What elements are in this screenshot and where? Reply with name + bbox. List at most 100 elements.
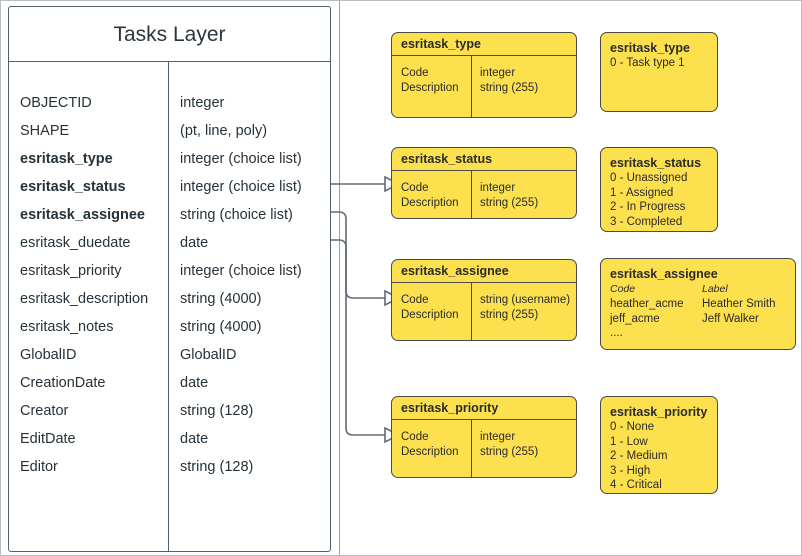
- domain-attributes: Code Description: [401, 181, 459, 211]
- field-name: esritask_priority: [20, 263, 122, 279]
- value-list-item: 3 - High: [610, 464, 651, 477]
- table-row: GlobalID GlobalID: [9, 341, 330, 369]
- value-label: Jeff Walker: [702, 312, 759, 325]
- field-type: string (128): [180, 403, 254, 419]
- domain-column-divider: [471, 171, 472, 218]
- field-name: esritask_description: [20, 291, 149, 307]
- value-list-item: 4 - Critical: [610, 479, 662, 491]
- table-row: esritask_notes string (4000): [9, 313, 330, 341]
- field-type: date: [180, 375, 209, 391]
- field-name: EditDate: [20, 431, 76, 447]
- field-type: string (128): [180, 459, 254, 475]
- domain-attr: Description: [401, 197, 459, 209]
- field-name: SHAPE: [20, 123, 70, 139]
- value-code: ....: [610, 327, 623, 339]
- domain-type: string (255): [480, 309, 539, 321]
- value-list-title: esritask_priority: [610, 405, 708, 419]
- value-list-row: ....: [610, 326, 786, 341]
- field-name: OBJECTID: [20, 95, 92, 111]
- table-row: EditDate date: [9, 425, 330, 453]
- table-row: SHAPE (pt, line, poly): [9, 117, 330, 145]
- domain-body: Code Description integer string (255): [392, 171, 576, 218]
- field-type: GlobalID: [180, 347, 237, 363]
- domain-type: integer: [480, 182, 516, 194]
- domain-box-esritask-status: esritask_status Code Description integer…: [391, 147, 577, 219]
- table-row: esritask_status integer (choice list): [9, 173, 330, 201]
- table-row: esritask_priority integer (choice list): [9, 257, 330, 285]
- domain-attr: Code: [401, 431, 429, 443]
- field-type: string (4000): [180, 319, 262, 335]
- domain-type: string (255): [480, 197, 539, 209]
- domain-column-divider: [471, 420, 472, 477]
- domain-box-esritask-type: esritask_type Code Description integer s…: [391, 32, 577, 118]
- value-list-title: esritask_type: [610, 41, 690, 55]
- value-list-title: esritask_assignee: [610, 267, 718, 281]
- domain-types: string (username) string (255): [480, 293, 570, 323]
- domain-box-esritask-assignee: esritask_assignee Code Description strin…: [391, 259, 577, 341]
- domain-attr: Code: [401, 182, 429, 194]
- value-list-item: 0 - Task type 1: [610, 57, 685, 69]
- value-list-title: esritask_status: [610, 156, 702, 170]
- value-list-row: heather_acme Heather Smith: [610, 297, 786, 312]
- value-list-item: 0 - None: [610, 421, 655, 433]
- value-label: Heather Smith: [702, 298, 776, 310]
- entity-body: OBJECTID integer SHAPE (pt, line, poly) …: [9, 62, 330, 551]
- entity-table-tasks-layer: Tasks Layer OBJECTID integer SHAPE (pt, …: [8, 6, 331, 552]
- value-code: heather_acme: [610, 298, 684, 310]
- field-name: GlobalID: [20, 347, 77, 363]
- value-list-esritask-assignee: esritask_assignee Code Label heather_acm…: [600, 258, 796, 350]
- domain-type: string (255): [480, 82, 539, 94]
- entity-title: Tasks Layer: [9, 7, 330, 62]
- field-name: Creator: [20, 403, 69, 419]
- field-type: (pt, line, poly): [180, 123, 268, 139]
- domain-type: string (255): [480, 446, 539, 458]
- value-list-column-headings: Code Label: [610, 282, 786, 297]
- value-list-esritask-priority: esritask_priority 0 - None 1 - Low 2 - M…: [600, 396, 718, 494]
- table-row: Editor string (128): [9, 453, 330, 481]
- field-name: esritask_notes: [20, 319, 114, 335]
- field-type: integer (choice list): [180, 179, 302, 195]
- domain-attr: Description: [401, 82, 459, 94]
- panel-divider: [339, 1, 340, 555]
- domain-attributes: Code Description: [401, 430, 459, 460]
- table-row: CreationDate date: [9, 369, 330, 397]
- field-name: Editor: [20, 459, 58, 475]
- domain-types: integer string (255): [480, 66, 538, 96]
- domain-types: integer string (255): [480, 430, 538, 460]
- field-type: string (4000): [180, 291, 262, 307]
- field-name: esritask_status: [20, 179, 126, 195]
- value-list-esritask-type: esritask_type 0 - Task type 1: [600, 32, 718, 112]
- value-list-item: 3 - Completed: [610, 215, 683, 228]
- field-type: date: [180, 431, 209, 447]
- domain-header: esritask_assignee: [392, 260, 576, 283]
- field-name: esritask_type: [20, 151, 113, 167]
- value-list-esritask-status: esritask_status 0 - Unassigned 1 - Assig…: [600, 147, 718, 232]
- domain-header: esritask_status: [392, 148, 576, 171]
- domain-type: integer: [480, 431, 516, 443]
- value-code: jeff_acme: [610, 312, 660, 325]
- value-list-item: 2 - In Progress: [610, 201, 686, 213]
- domain-box-esritask-priority: esritask_priority Code Description integ…: [391, 396, 577, 478]
- domain-attributes: Code Description: [401, 293, 459, 323]
- table-row: Creator string (128): [9, 397, 330, 425]
- table-row: OBJECTID integer: [9, 89, 330, 117]
- entity-field-list: OBJECTID integer SHAPE (pt, line, poly) …: [9, 89, 330, 481]
- field-name: esritask_duedate: [20, 235, 131, 251]
- domain-type: integer: [480, 67, 516, 79]
- domain-body: Code Description integer string (255): [392, 420, 576, 477]
- table-row: esritask_description string (4000): [9, 285, 330, 313]
- domain-attr: Code: [401, 67, 429, 79]
- domain-header: esritask_priority: [392, 397, 576, 420]
- domain-attr: Description: [401, 446, 459, 458]
- field-type: date: [180, 235, 209, 251]
- domain-body: Code Description string (username) strin…: [392, 283, 576, 340]
- field-type: integer: [180, 95, 225, 111]
- domain-body: Code Description integer string (255): [392, 56, 576, 117]
- field-name: CreationDate: [20, 375, 106, 391]
- column-heading-label: Label: [702, 283, 728, 295]
- domain-types: integer string (255): [480, 181, 538, 211]
- column-heading-code: Code: [610, 283, 636, 295]
- table-row: esritask_type integer (choice list): [9, 145, 330, 173]
- domain-column-divider: [471, 56, 472, 117]
